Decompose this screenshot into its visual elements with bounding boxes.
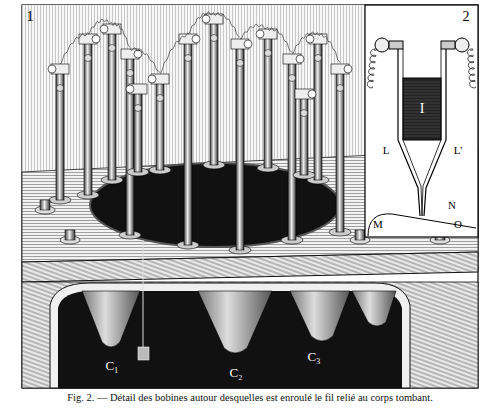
figure-number: 2	[463, 10, 470, 24]
part-label: L'	[454, 145, 463, 156]
part-label: O	[454, 219, 462, 230]
bobbin-label: C₂	[229, 366, 242, 379]
part-label: I	[420, 102, 425, 116]
part-label: M	[373, 219, 383, 230]
figure-number: 1	[26, 9, 34, 24]
part-label: N	[448, 200, 456, 211]
bobbin-label: C₁	[105, 359, 118, 372]
caption: Fig. 2. — Détail des bobines autour desq…	[22, 392, 478, 403]
bobbin-label: C₃	[307, 350, 320, 363]
part-label: L	[383, 145, 390, 156]
